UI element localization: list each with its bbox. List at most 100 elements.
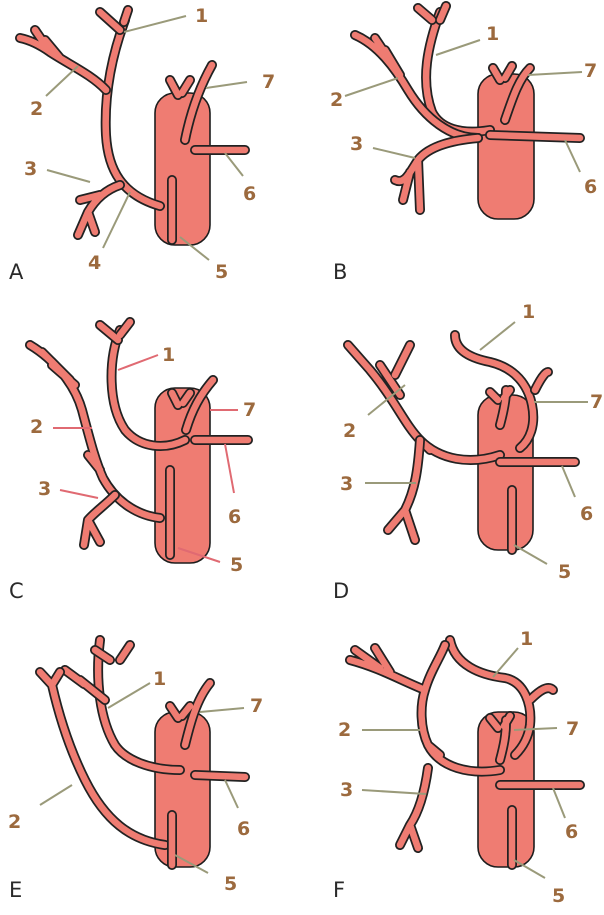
- leader-line: [124, 16, 186, 32]
- leader-line: [373, 148, 415, 158]
- leader-line: [103, 192, 130, 248]
- label-2: 2: [30, 66, 78, 120]
- label-7: 7: [206, 71, 275, 93]
- aorta: [478, 74, 534, 219]
- label-number: 2: [8, 811, 21, 833]
- label-5: 5: [514, 545, 571, 583]
- leader-line: [345, 78, 398, 96]
- leader-line: [225, 780, 238, 808]
- leader-line: [514, 545, 547, 564]
- leader-line: [46, 66, 78, 96]
- label-number: 6: [584, 176, 597, 198]
- panel-letter: A: [9, 260, 24, 284]
- vessel-drawing: [40, 640, 245, 867]
- label-number: 7: [243, 399, 256, 421]
- panel-letter: E: [9, 878, 22, 902]
- label-7: 7: [528, 60, 597, 82]
- label-number: 1: [162, 344, 175, 366]
- label-number: 1: [153, 668, 166, 690]
- label-number: 7: [566, 718, 579, 740]
- label-number: 7: [262, 71, 275, 93]
- leader-line: [200, 708, 244, 712]
- leader-line: [108, 683, 150, 708]
- label-2: 2: [330, 78, 398, 111]
- label-6: 6: [553, 788, 578, 843]
- panel-letter: C: [9, 579, 24, 603]
- label-number: 3: [24, 158, 37, 180]
- label-1: 1: [124, 5, 208, 32]
- label-1: 1: [436, 23, 499, 55]
- leader-line: [436, 40, 480, 55]
- label-6: 6: [225, 153, 256, 205]
- leader-line: [118, 355, 158, 370]
- label-number: 5: [558, 561, 571, 583]
- label-number: 1: [195, 5, 208, 27]
- label-number: 3: [340, 779, 353, 801]
- panel-a: A 1 2 3 4 5 6 7: [9, 5, 275, 284]
- panel-letter: D: [333, 579, 349, 603]
- label-3: 3: [38, 478, 98, 500]
- label-5: 5: [175, 855, 237, 895]
- label-6: 6: [562, 466, 593, 525]
- label-number: 2: [338, 719, 351, 741]
- label-2: 2: [8, 785, 72, 833]
- panel-f: F 1 2 3 5 6 7: [333, 628, 580, 907]
- label-number: 4: [88, 252, 101, 274]
- label-number: 5: [215, 261, 228, 283]
- label-number: 3: [38, 478, 51, 500]
- label-number: 5: [224, 873, 237, 895]
- leader-line: [562, 466, 575, 497]
- label-2: 2: [338, 719, 420, 741]
- label-1: 1: [108, 668, 166, 708]
- panel-c: C 1 2 3 5 6 7: [9, 322, 256, 603]
- leader-line: [514, 860, 545, 878]
- panel-letter: F: [333, 878, 345, 902]
- label-number: 7: [590, 391, 603, 413]
- label-number: 3: [350, 133, 363, 155]
- vessel-drawing: [355, 6, 580, 219]
- leader-line: [565, 140, 580, 172]
- label-number: 6: [565, 821, 578, 843]
- label-1: 1: [480, 301, 535, 350]
- leader-line: [362, 790, 426, 794]
- label-number: 7: [250, 695, 263, 717]
- aorta: [155, 388, 210, 563]
- label-number: 5: [230, 554, 243, 576]
- leader-line: [40, 785, 72, 805]
- panel-d: D 1 2 3 5 6 7: [333, 301, 603, 603]
- label-number: 5: [552, 885, 565, 907]
- artery-6: [490, 135, 580, 138]
- label-7: 7: [200, 695, 263, 717]
- label-3: 3: [24, 158, 90, 182]
- label-3: 3: [340, 473, 416, 495]
- label-number: 1: [520, 628, 533, 650]
- leader-line: [493, 648, 518, 677]
- label-6: 6: [225, 780, 250, 840]
- label-number: 6: [228, 506, 241, 528]
- vessel-drawing: [348, 335, 575, 550]
- label-6: 6: [225, 444, 241, 528]
- vessel-drawing: [30, 322, 248, 563]
- panel-e: E 1 2 5 6 7: [8, 640, 263, 902]
- label-number: 1: [486, 23, 499, 45]
- leader-line: [528, 72, 582, 75]
- label-6: 6: [565, 140, 597, 198]
- label-number: 2: [330, 89, 343, 111]
- leader-line: [206, 82, 247, 88]
- leader-line: [225, 153, 243, 176]
- artery-6: [195, 775, 245, 777]
- leader-line: [225, 444, 234, 493]
- label-3: 3: [340, 779, 426, 801]
- aorta: [155, 93, 210, 245]
- label-number: 2: [30, 98, 43, 120]
- label-1: 1: [493, 628, 533, 677]
- label-3: 3: [350, 133, 415, 158]
- label-5: 5: [180, 237, 228, 283]
- leader-line: [480, 322, 515, 350]
- label-number: 6: [580, 503, 593, 525]
- label-number: 1: [522, 301, 535, 323]
- leader-line: [60, 490, 98, 498]
- label-7: 7: [534, 391, 603, 413]
- panel-letter: B: [333, 260, 347, 284]
